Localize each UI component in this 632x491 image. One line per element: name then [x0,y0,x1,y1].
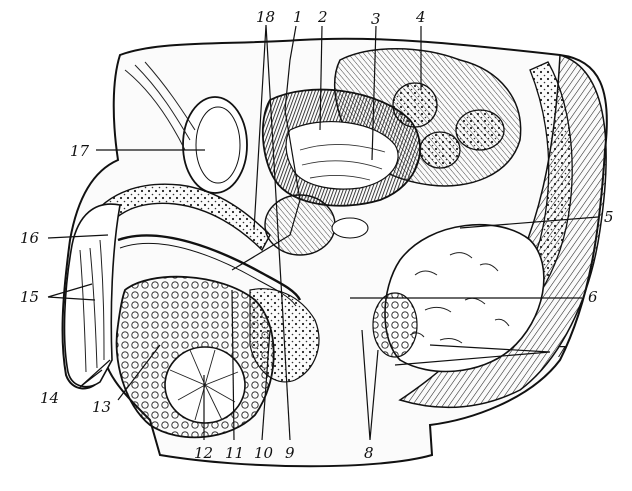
label-13: 13 [92,398,111,416]
label-17: 17 [70,142,90,160]
leader-lines [47,24,599,441]
seminal-vesicle [331,217,369,239]
label-3: 3 [371,10,381,28]
testis-lobules [169,349,239,421]
pubic-symphysis [182,96,248,194]
label-11: 11 [225,444,244,462]
penis-inner-layers [79,239,105,373]
label-10: 10 [254,444,274,462]
label-5: 5 [604,208,614,226]
label-12: 12 [194,444,213,462]
intestine-loop-b [455,109,505,151]
label-18: 18 [256,8,275,26]
label-6: 6 [588,288,598,306]
label-9: 9 [285,444,295,462]
pubic-symphysis-inner [195,106,241,184]
bladder-wall-lines [299,144,386,181]
penis [63,203,121,388]
label-15: 15 [20,288,39,306]
corpus-cavernosum [81,183,271,252]
anal-sphincter-mass [372,292,418,358]
label-7: 7 [556,343,566,361]
pubic-fibres [124,61,196,151]
prostate [264,194,336,256]
label-8: 8 [364,444,374,462]
label-4: 4 [415,8,426,26]
intestine-loop-c [419,131,461,169]
label-14: 14 [40,389,59,407]
label-2: 2 [317,8,328,26]
label-1: 1 [293,8,303,26]
bladder-lumen [285,120,399,190]
urethra [117,234,302,301]
label-16: 16 [20,229,40,247]
